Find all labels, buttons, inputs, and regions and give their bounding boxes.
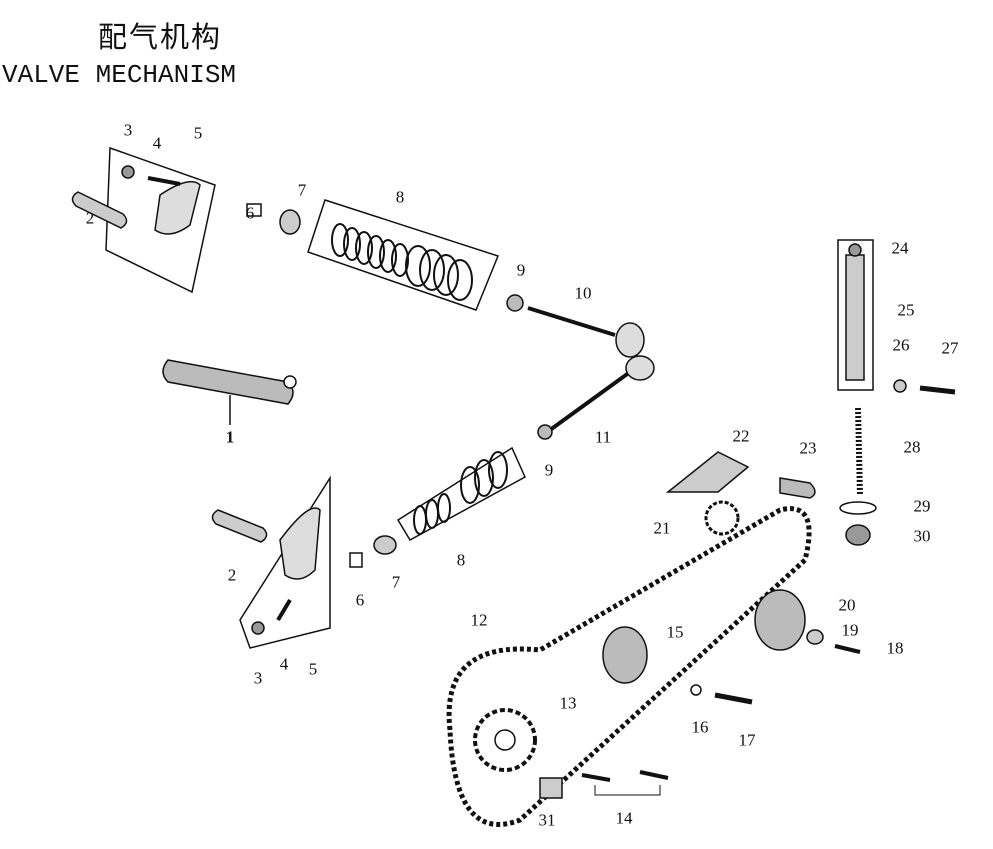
tensioner-spring	[855, 407, 863, 496]
valve-stem-2	[548, 370, 632, 432]
callout: 9	[544, 460, 554, 480]
springs-upper	[331, 223, 473, 301]
callout: 10	[574, 283, 592, 303]
callout: 28	[903, 437, 921, 457]
adjust-screw	[147, 176, 181, 186]
rocker-arm-lower	[279, 507, 321, 580]
valve-seal-2	[537, 424, 553, 440]
callout: 2	[85, 208, 95, 228]
bolt-23	[779, 477, 816, 499]
callout: 13	[559, 693, 577, 713]
callout: 30	[913, 526, 931, 546]
callout: 15	[666, 622, 684, 642]
callout: 27	[941, 338, 959, 358]
sprocket-small	[704, 500, 740, 536]
collar	[539, 777, 563, 799]
callout: 5	[308, 659, 318, 679]
rocker-shaft	[71, 191, 128, 229]
camshaft	[162, 359, 294, 405]
callout: 6	[245, 203, 255, 223]
sealing-bolt	[845, 524, 871, 546]
valve-head	[615, 322, 645, 358]
callout: 6	[355, 590, 365, 610]
valve-stem	[527, 306, 616, 337]
bolt	[919, 385, 956, 395]
guide-roller	[754, 589, 806, 651]
callout: 2	[227, 565, 237, 585]
callout: 24	[891, 238, 909, 258]
callout: 16	[691, 717, 709, 737]
callout: 3	[123, 120, 133, 140]
cotter	[246, 203, 262, 217]
callout: 7	[297, 180, 307, 200]
spring-group-box-lower	[396, 446, 526, 542]
callout: 4	[279, 654, 289, 674]
nut	[121, 165, 135, 179]
cap	[848, 243, 862, 257]
callout: 21	[653, 518, 671, 538]
spring-group-box	[307, 199, 499, 311]
tensioner-arm	[665, 451, 750, 493]
callout: 7	[391, 572, 401, 592]
cam-chain	[446, 506, 812, 827]
rocker-arm	[154, 180, 201, 235]
callout: 5	[193, 123, 203, 143]
washer	[893, 379, 907, 393]
callout: 22	[732, 426, 750, 446]
callout: 31	[538, 810, 556, 830]
tensioner-box	[837, 239, 874, 391]
callout: 11	[594, 427, 612, 447]
callout: 18	[886, 638, 904, 658]
callout: 4	[152, 133, 162, 153]
callout: 29	[913, 496, 931, 516]
title-chinese: 配气机构	[98, 20, 223, 54]
callout: 19	[841, 620, 859, 640]
callout: 12	[470, 610, 488, 630]
callout: 1	[225, 427, 235, 447]
rocker-shaft-lower	[211, 509, 268, 543]
title-english: VALVE MECHANISM	[2, 60, 237, 90]
callout: 8	[395, 187, 405, 207]
callout: 3	[253, 668, 263, 688]
callout: 8	[456, 550, 466, 570]
tensioner-rod	[845, 254, 865, 381]
callout: 20	[838, 595, 856, 615]
callout: 25	[897, 300, 915, 320]
valve-seal	[506, 294, 524, 312]
callout: 26	[892, 335, 910, 355]
valve-head-2	[625, 355, 655, 381]
gasket	[839, 501, 877, 515]
callout: 17	[738, 730, 756, 750]
callout: 23	[799, 438, 817, 458]
idler-roller	[602, 626, 648, 684]
retainer	[279, 209, 301, 235]
callout: 14	[615, 808, 633, 828]
callout: 9	[516, 260, 526, 280]
crank-sprocket	[473, 708, 537, 772]
